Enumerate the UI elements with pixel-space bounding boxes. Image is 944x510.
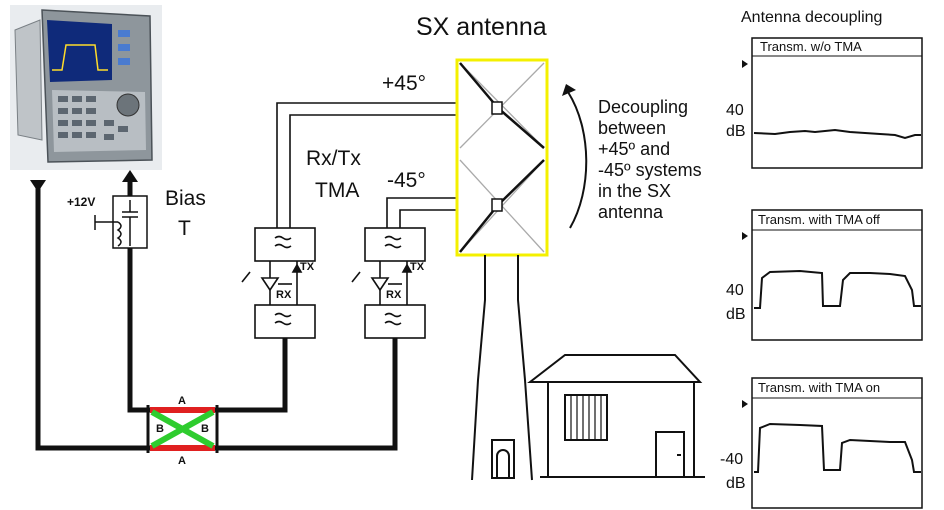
tma2-rx-label: RX: [386, 289, 402, 301]
decoupling-note-line: in the SX: [598, 181, 672, 201]
graphs-heading: Antenna decoupling: [741, 9, 883, 26]
tma-label-line1: Rx/Tx: [306, 147, 361, 170]
crossover-a-top: A: [178, 395, 186, 407]
cable-arrows: [30, 170, 138, 192]
graph-panel-3: [742, 377, 923, 509]
bias-tee-line2: T: [178, 217, 191, 240]
spectrum-analyzer-device: [10, 5, 162, 170]
equipment-building: [527, 354, 705, 478]
crossover-a-bottom: A: [178, 455, 186, 467]
bias-voltage-label: +12V: [67, 195, 96, 209]
graph-3-unit: dB: [726, 475, 746, 492]
tma1-rx-label: RX: [276, 289, 292, 301]
graph-2-level: 40: [726, 282, 744, 299]
graph-1-level: 40: [726, 102, 744, 119]
tma-label-line2: TMA: [315, 179, 360, 202]
decoupling-note-line: antenna: [598, 202, 664, 222]
graph-3-level: -40: [720, 451, 744, 468]
decoupling-note-line: -45º systems: [598, 160, 702, 180]
tma2-tx-label: TX: [410, 261, 425, 273]
sx-antenna-panel: [455, 58, 588, 257]
tma1-tx-label: TX: [300, 261, 315, 273]
graph-panel-1: [742, 37, 923, 169]
antenna-title: SX antenna: [416, 13, 547, 41]
tma-unit-1: [241, 227, 316, 339]
graph-1-unit: dB: [726, 123, 746, 140]
minus45-label: -45°: [387, 169, 426, 192]
decoupling-note-line: +45º and: [598, 139, 671, 159]
antenna-tower: [471, 255, 533, 481]
graph-3-title: Transm. with TMA on: [758, 380, 881, 395]
graph-2-unit: dB: [726, 306, 746, 323]
graph-panel-2: [742, 209, 923, 341]
plus45-label: +45°: [382, 72, 427, 95]
tma-unit-2: [351, 227, 426, 339]
decoupling-note-line: Decoupling: [598, 97, 689, 117]
bias-tee: [94, 195, 148, 249]
decoupling-note-line: between: [598, 118, 667, 138]
decoupling-note: Decoupling between +45º and -45º systems…: [598, 97, 702, 223]
crossover-b-right: B: [201, 423, 209, 435]
crossover-b-left: B: [156, 423, 164, 435]
bias-tee-line1: Bias: [165, 187, 206, 210]
crossover-connector: [146, 405, 219, 453]
graph-2-title: Transm. with TMA off: [758, 212, 880, 227]
graph-1-title: Transm. w/o TMA: [760, 39, 862, 54]
